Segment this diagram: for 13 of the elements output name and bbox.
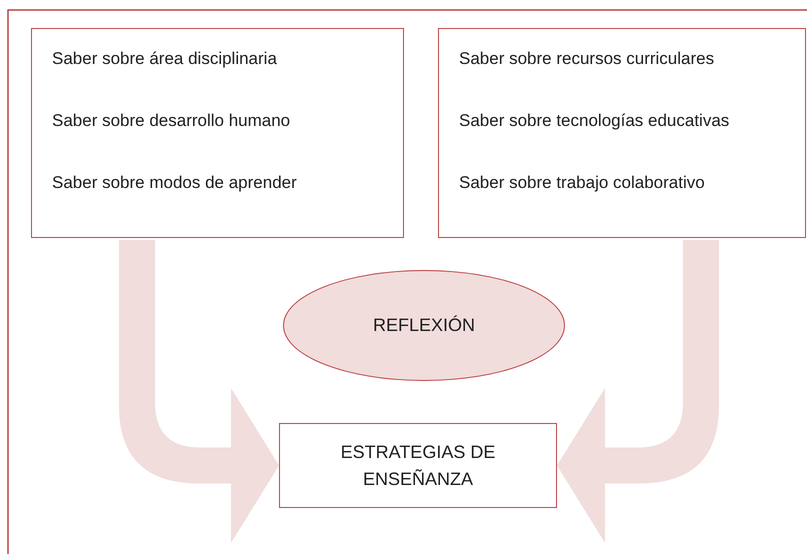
knowledge-box (31, 28, 404, 238)
node-label: ESTRATEGIAS DE ENSEÑANZA (340, 441, 496, 490)
knowledge-item: Saber sobre desarrollo humano (52, 111, 290, 131)
curved-arrow (557, 240, 719, 543)
node-label: REFLEXIÓN (372, 314, 476, 338)
knowledge-item: Saber sobre trabajo colaborativo (459, 173, 705, 193)
curved-arrow (119, 240, 279, 543)
process-box (279, 423, 557, 508)
knowledge-item: Saber sobre recursos curriculares (459, 49, 714, 69)
knowledge-box (438, 28, 806, 238)
knowledge-item: Saber sobre modos de aprender (52, 173, 297, 193)
knowledge-item: Saber sobre tecnologías educativas (459, 111, 730, 131)
knowledge-item: Saber sobre área disciplinaria (52, 49, 277, 69)
